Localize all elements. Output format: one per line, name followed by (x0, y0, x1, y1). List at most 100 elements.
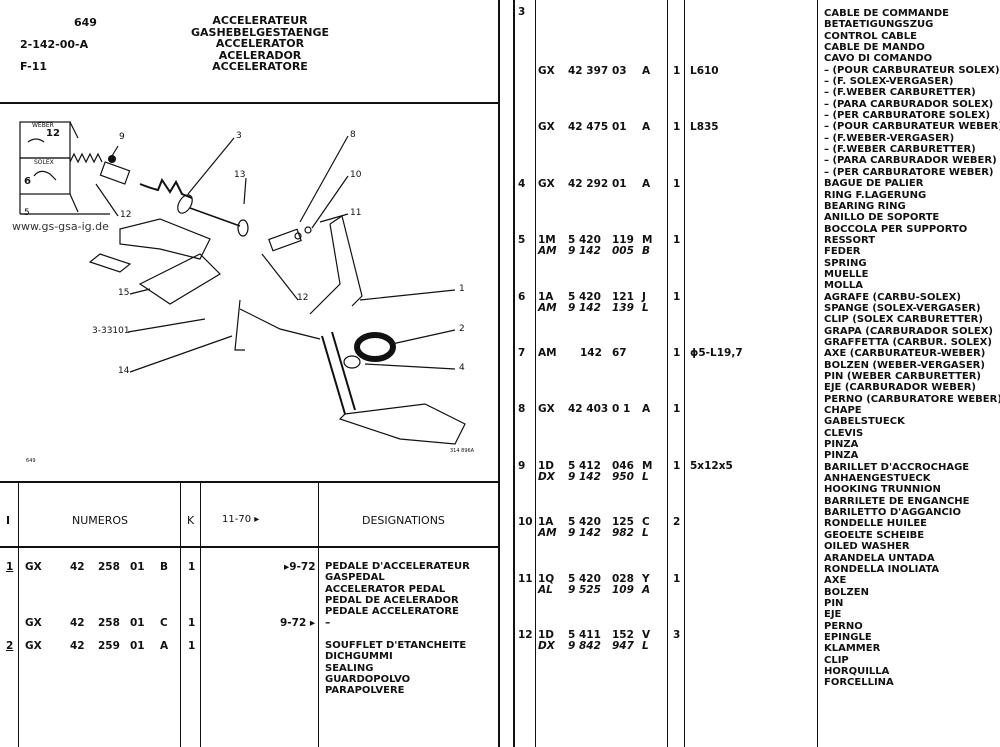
alt-prefix: DX (538, 640, 555, 652)
alt-part-ref: 109 (612, 584, 634, 596)
designation-line: ARANDELA UNTADA (824, 552, 935, 564)
designation-line: BARRILETE DE ENGANCHE (824, 495, 970, 507)
part-number: 42 403 (568, 403, 609, 415)
alt-part-suffix: L (642, 640, 649, 652)
part-ref: 125 (612, 516, 634, 528)
part-suffix: C (160, 617, 168, 629)
part-n3: 01 (130, 617, 145, 629)
alt-part-ref: 139 (612, 302, 634, 314)
part-prefix: GX (538, 65, 555, 77)
callout-2: 2 (459, 324, 465, 334)
alt-part-suffix: A (642, 584, 651, 596)
designation-line: GABELSTUECK (824, 416, 905, 428)
part-suffix: M (642, 234, 653, 246)
item-number: 11 (518, 573, 533, 585)
part-number: 5 420 (568, 573, 601, 585)
alt-part-suffix: L (642, 302, 649, 314)
designation-line: – (POUR CARBURATEUR WEBER) (824, 121, 1000, 133)
item-number: 8 (518, 403, 526, 415)
designation-line: CLEVIS (824, 427, 864, 439)
designation-line: EPINGLE (824, 631, 872, 643)
alt-prefix: AM (538, 245, 557, 257)
designation-line: – (F. SOLEX-VERGASER) (824, 76, 954, 88)
part-number: 42 475 (568, 121, 609, 133)
designation-line: CHAPE (824, 405, 862, 417)
callout-11: 11 (350, 208, 362, 218)
quantity: 3 (673, 629, 681, 641)
item-number: 1 (6, 561, 14, 573)
part-prefix: GX (538, 403, 555, 415)
designation-line: FEDER (824, 246, 861, 258)
part-suffix: V (642, 629, 651, 641)
designation-line: AXE (824, 575, 847, 587)
item-number: 10 (518, 516, 533, 528)
designation-en: SEALING (325, 662, 374, 674)
item-number: 2 (6, 640, 14, 652)
designation-line: PINZA (824, 439, 859, 451)
alt-prefix: AL (538, 584, 553, 596)
designation-line: GEOELTE SCHEIBE (824, 529, 925, 541)
alt-part-ref: 005 (612, 245, 634, 257)
part-ref: 028 (612, 573, 634, 585)
right-col-rule-4 (684, 0, 685, 747)
part-suffix: J (642, 291, 646, 303)
part-number: 42 397 (568, 65, 609, 77)
part-prefix: GX (538, 121, 555, 133)
quantity: 1 (673, 178, 681, 190)
designation-line: EJE (824, 609, 842, 621)
reference-code: 2-142-00-A (20, 38, 89, 51)
note: 5x12x5 (690, 460, 733, 472)
right-col-rule-1 (513, 0, 515, 747)
quantity: 1 (673, 65, 681, 77)
part-ref: 01 (612, 178, 627, 190)
designation-line: ANHAENGESTUECK (824, 473, 931, 485)
title-de: GASHEBELGESTAENGE (191, 25, 329, 39)
callout-3: 3 (236, 131, 242, 141)
designation-line: PINZA (824, 450, 859, 462)
callout-13: 13 (234, 170, 246, 180)
callout-14: 14 (118, 366, 130, 376)
alt-part-number: 9 142 (568, 471, 601, 483)
inset-mark-12: 12 (46, 128, 60, 139)
part-number: 5 412 (568, 460, 601, 472)
table-header-bottom-border (0, 546, 500, 548)
part-prefix: 1A (538, 291, 554, 303)
part-number: 5 411 (568, 629, 601, 641)
item-number: 4 (518, 178, 526, 190)
part-n1: 42 (70, 561, 85, 573)
item-number: 5 (518, 234, 526, 246)
col-header-date: 11-70 ▸ (222, 514, 260, 525)
alt-part-number: 9 142 (568, 245, 601, 257)
page-number: 649 (74, 16, 97, 29)
designation-line: CLIP (SOLEX CARBURETTER) (824, 314, 983, 326)
part-ref: 0 1 (612, 403, 631, 415)
inset-weber-label: WEBER (32, 122, 54, 129)
designation-de: DICHGUMMI (325, 651, 393, 663)
alt-part-number: 9 142 (568, 302, 601, 314)
designation-fr: SOUFFLET D'ETANCHEITE (325, 640, 467, 651)
callout-4: 4 (459, 363, 465, 373)
inset-mark-6: 6 (24, 176, 31, 187)
col-header-designations: DESIGNATIONS (362, 514, 445, 527)
part-n1: 42 (70, 640, 85, 652)
left-col-rule-1 (18, 483, 19, 747)
designation-line: ANILLO DE SOPORTE (824, 212, 940, 224)
callout-15: 15 (118, 288, 130, 298)
part-prefix: GX (538, 178, 555, 190)
note: ϕ5-L19,7 (690, 347, 743, 359)
part-ref: 152 (612, 629, 634, 641)
designation-line: SPANGE (SOLEX-VERGASER) (824, 302, 981, 314)
callout-5: 5 (24, 208, 30, 218)
part-prefix: 1M (538, 234, 556, 246)
designation-fr: PEDALE D'ACCELERATEUR (325, 561, 470, 572)
item-number: 3 (518, 6, 526, 18)
diagram-small-print-right: 314 896A (450, 448, 475, 454)
part-ref: 03 (612, 65, 627, 77)
designation-line: RING F.LAGERUNG (824, 189, 927, 201)
alt-prefix: AM (538, 527, 557, 539)
designation-line: BOCCOLA PER SUPPORTO (824, 223, 968, 235)
part-prefix: 1D (538, 629, 555, 641)
part-n1: 42 (70, 617, 85, 629)
item-number: 9 (518, 460, 526, 472)
